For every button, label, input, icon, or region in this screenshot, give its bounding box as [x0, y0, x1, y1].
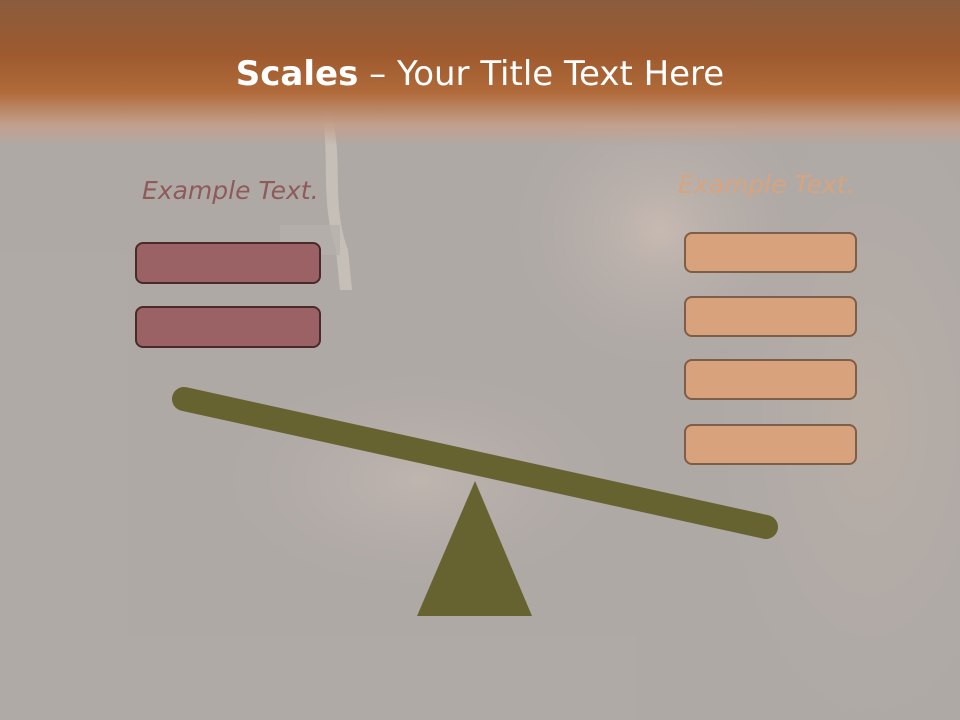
title-bold-part: Scales — [235, 54, 359, 94]
scale-fulcrum — [417, 481, 532, 616]
right-box-3 — [684, 359, 857, 400]
slide-title: Scales – Your Title Text Here — [0, 50, 960, 98]
right-group-label: Example Text. — [678, 170, 855, 199]
right-box-1 — [684, 232, 857, 273]
title-rest-part: – Your Title Text Here — [358, 54, 725, 94]
scale-beam — [172, 387, 778, 539]
left-box-1 — [135, 242, 321, 284]
right-box-2 — [684, 296, 857, 337]
right-box-4 — [684, 424, 857, 465]
left-group-label: Example Text. — [142, 176, 319, 205]
title-band — [0, 0, 960, 146]
left-box-2 — [135, 306, 321, 348]
